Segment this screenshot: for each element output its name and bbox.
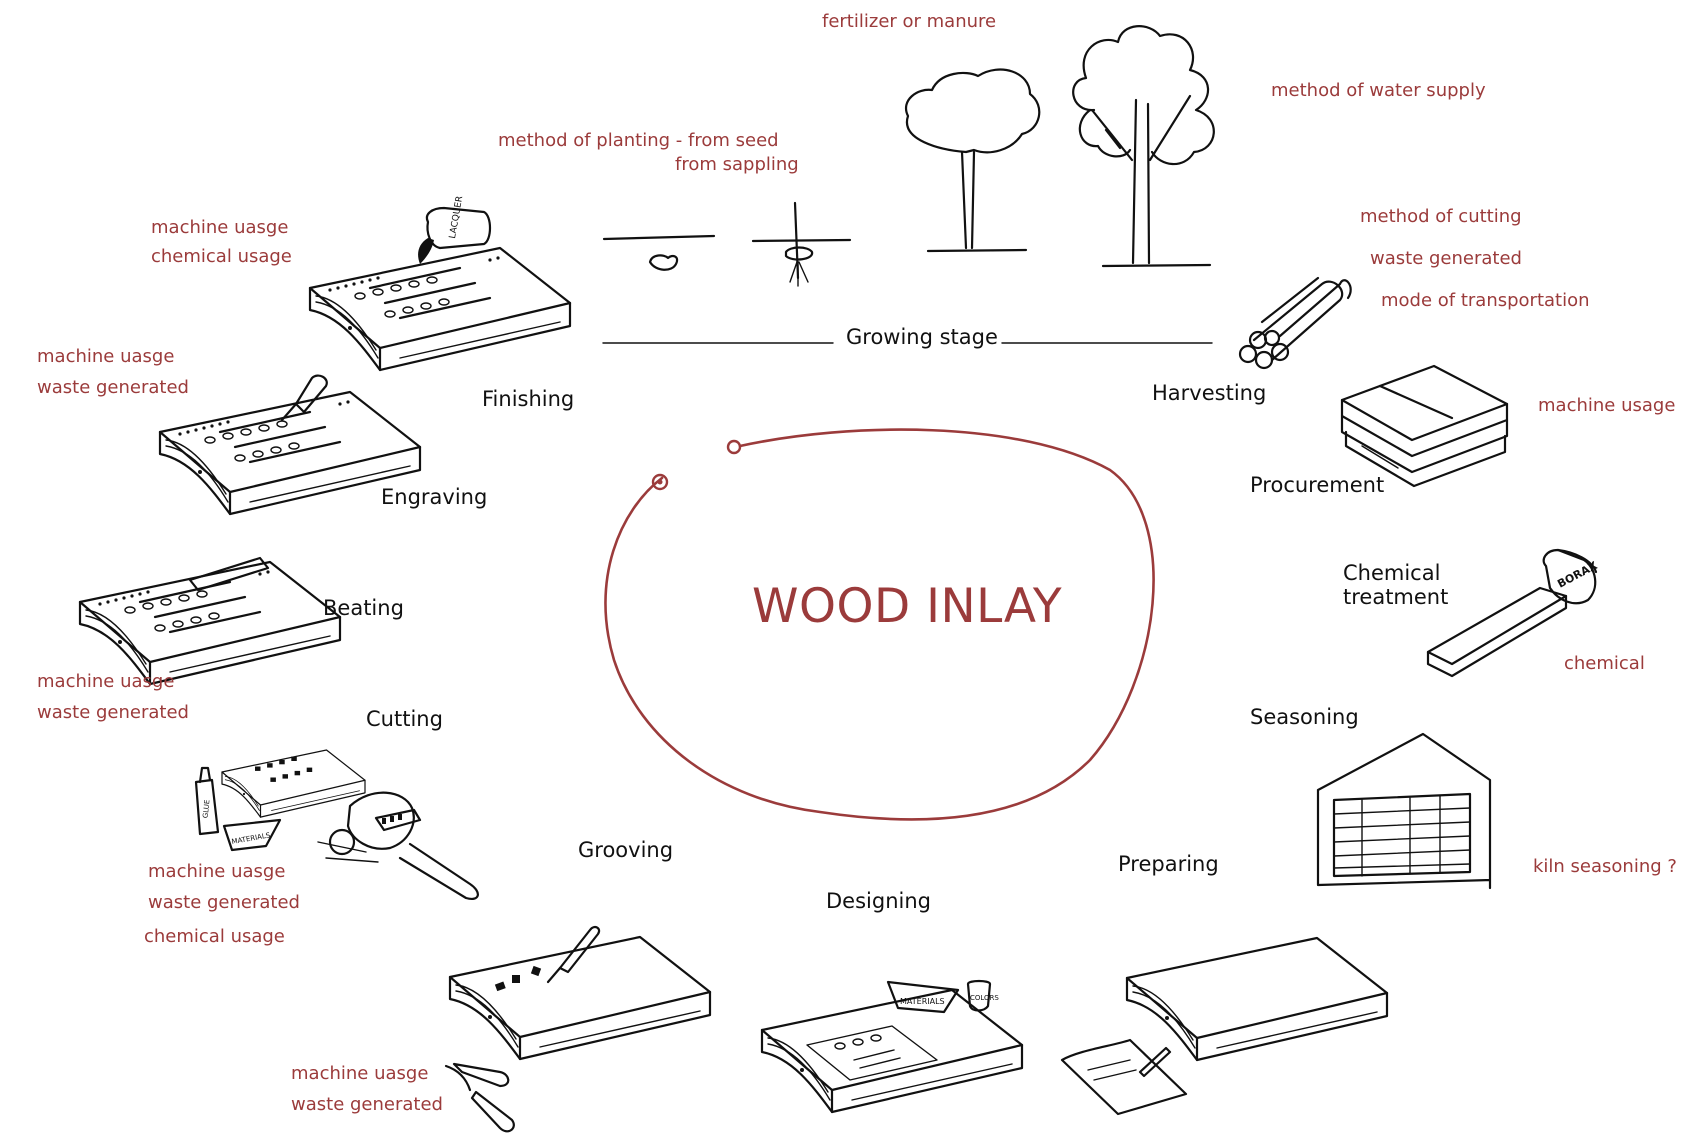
chisel-icon [280, 374, 328, 422]
stage-cutting: Cutting [366, 707, 443, 731]
plank-stack-icon [1340, 364, 1509, 488]
log-pile-icon [1238, 276, 1352, 370]
materials-tray-icon: MATERIALS [222, 818, 282, 852]
router-tool-icon [317, 791, 479, 900]
stage-seasoning: Seasoning [1250, 705, 1359, 729]
wood-block-icon [448, 935, 712, 1061]
kiln-icon [1316, 732, 1492, 890]
note-grooving-waste: waste generated [291, 1094, 443, 1115]
note-harvest-transport: mode of transportation [1381, 290, 1590, 311]
note-grooving-machine: machine uasge [291, 1063, 429, 1084]
note-cutting-chemical: chemical usage [144, 926, 285, 947]
note-engraving-waste: waste generated [37, 377, 189, 398]
seed-icon [602, 234, 716, 271]
lacquer-label: LACQUER [448, 195, 465, 239]
note-cutting-machine: machine uasge [148, 861, 286, 882]
note-water-supply: method of water supply [1271, 80, 1486, 101]
note-planting-sapling: from sappling [675, 154, 799, 175]
borax-can-icon: BORAX [1542, 548, 1600, 605]
colors-label: COLORS [970, 994, 999, 1002]
note-cutting-waste: waste generated [148, 892, 300, 913]
stage-finishing: Finishing [482, 387, 575, 411]
tree-icon [905, 68, 1041, 253]
plank-icon [1426, 586, 1568, 678]
sapling-icon [751, 201, 852, 287]
note-harvest-cutting: method of cutting [1360, 206, 1522, 227]
glue-label: GLUE [202, 799, 212, 818]
wood-block-icon [308, 246, 572, 372]
colors-cup-icon: COLORS [966, 979, 999, 1012]
note-engraving-machine: machine uasge [37, 346, 175, 367]
glue-bottle-icon: GLUE [194, 766, 220, 836]
note-fertilizer: fertilizer or manure [822, 11, 997, 32]
stage-chemical-treatment: Chemical treatment [1343, 561, 1449, 610]
note-finishing-machine: machine uasge [151, 217, 289, 238]
stage-preparing: Preparing [1118, 852, 1219, 876]
lacquer-can-icon: LACQUER [418, 195, 492, 264]
note-beating-waste: waste generated [37, 702, 189, 723]
stage-designing: Designing [826, 889, 931, 913]
wood-block-icon [1125, 936, 1389, 1062]
mallet-icon [188, 556, 270, 592]
materials-label: MATERIALS [900, 997, 945, 1006]
chisel-icon [546, 925, 601, 984]
note-finishing-chemical: chemical usage [151, 246, 292, 267]
note-chemical: chemical [1564, 653, 1645, 674]
tree-icon [1072, 25, 1215, 268]
cycle-loop-icon [604, 428, 1155, 821]
materials-small-label: MATERIALS [231, 831, 271, 846]
growing-stage-label: Growing stage [846, 325, 998, 349]
note-kiln: kiln seasoning ? [1533, 856, 1677, 877]
stage-procurement: Procurement [1250, 473, 1385, 497]
stage-harvesting: Harvesting [1152, 381, 1267, 405]
wood-block-icon [221, 749, 366, 818]
chisel-icon [444, 1062, 515, 1133]
materials-box-icon: MATERIALS [886, 980, 960, 1014]
stage-beating: Beating [323, 596, 404, 620]
diagram-title: WOOD INLAY [752, 579, 1063, 634]
wood-block-icon [78, 560, 342, 686]
note-procurement-machine: machine usage [1538, 395, 1676, 416]
paper-pencil-icon [1060, 1038, 1188, 1116]
note-harvest-waste: waste generated [1370, 248, 1522, 269]
wood-block-icon [760, 988, 1024, 1114]
note-beating-machine: machine uasge [37, 671, 175, 692]
stage-grooving: Grooving [578, 838, 674, 862]
note-planting-seed: method of planting - from seed [498, 130, 779, 151]
stage-engraving: Engraving [381, 485, 488, 509]
